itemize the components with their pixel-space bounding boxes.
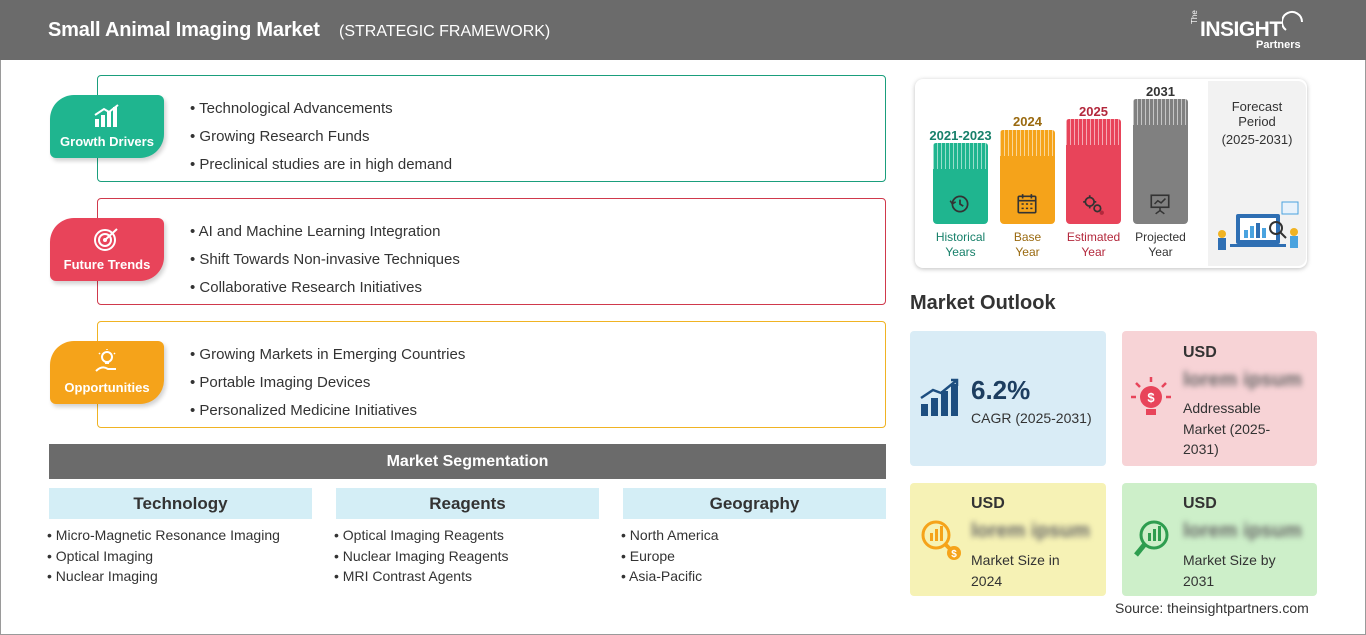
growth-drivers-badge: Growth Drivers (50, 95, 164, 158)
cagr-label: CAGR (2025-2031) (971, 410, 1092, 426)
page-subtitle: (STRATEGIC FRAMEWORK) (339, 23, 551, 40)
list-item: Nuclear Imaging (47, 566, 280, 587)
timeline-caption: Year (1015, 245, 1040, 259)
addressable-value-blurred: lorem ipsum (1183, 369, 1302, 391)
list-item: Asia-Pacific (621, 566, 719, 587)
size-2024-currency: USD (971, 495, 1005, 512)
list-item: Growing Research Funds (190, 123, 452, 151)
addressable-label-line3: 2031) (1183, 441, 1219, 457)
size-2024-value-blurred: lorem ipsum (971, 520, 1090, 542)
logo-insight: INSIGHT (1200, 18, 1282, 41)
magnifier-chart-icon (1134, 520, 1169, 557)
future-trends-list: AI and Machine Learning Integration Shif… (190, 218, 460, 302)
dollar-bulb-icon: $ (1131, 377, 1171, 415)
logo-arc-icon (1282, 11, 1303, 31)
forecast-analytics-illustration-icon (1218, 201, 1299, 250)
cagr-card: 6.2% CAGR (2025-2031) (910, 331, 1106, 466)
timeline-bar-stripes (1066, 119, 1121, 145)
logo-partners: Partners (1256, 39, 1301, 51)
reagents-heading: Reagents (336, 488, 599, 519)
list-item: Personalized Medicine Initiatives (190, 397, 465, 425)
timeline-year-label: 2024 (1013, 114, 1042, 129)
list-item: Growing Markets in Emerging Countries (190, 341, 465, 369)
growth-drivers-list: Technological Advancements Growing Resea… (190, 95, 452, 179)
list-item: Preclinical studies are in high demand (190, 151, 452, 179)
timeline-year-label: 2021-2023 (929, 128, 992, 143)
list-item: Nuclear Imaging Reagents (334, 546, 509, 567)
addressable-market-card: $ USD lorem ipsum Addressable Market (20… (1122, 331, 1317, 466)
growth-drivers-box: Technological Advancements Growing Resea… (97, 75, 886, 182)
reagents-list: Optical Imaging Reagents Nuclear Imaging… (334, 525, 509, 587)
logo-the: The (1190, 10, 1199, 24)
opportunities-badge: Opportunities (50, 341, 164, 404)
magnifier-coin-icon: $ (921, 520, 961, 560)
size-2024-label-line2: 2024 (971, 572, 1003, 589)
list-item: Shift Towards Non-invasive Techniques (190, 246, 459, 274)
geography-heading: Geography (623, 488, 886, 519)
market-size-2024-card: $ USD lorem ipsum Market Size in 2024 (910, 483, 1106, 596)
future-trends-badge: Future Trends (50, 218, 164, 281)
geography-list: North America Europe Asia-Pacific (621, 525, 719, 587)
timeline-caption: Historical (935, 230, 986, 244)
list-item: AI and Machine Learning Integration (190, 218, 460, 246)
forecast-period-range: (2025-2031) (1221, 132, 1293, 147)
addressable-currency: USD (1183, 344, 1217, 361)
gears-icon (1081, 192, 1105, 216)
future-trends-label: Future Trends (63, 257, 151, 272)
size-2024-label-line1: Market Size in (971, 552, 1060, 568)
addressable-label-line1: Addressable (1183, 400, 1261, 416)
timeline-year-label: 2031 (1146, 84, 1175, 99)
timeline-bar-stripes (1000, 130, 1055, 156)
history-icon (948, 192, 972, 216)
size-2031-label-line1: Market Size by (1183, 552, 1276, 568)
list-item: MRI Contrast Agents (334, 566, 509, 587)
list-item: Optical Imaging Reagents (334, 525, 509, 546)
market-outlook-title: Market Outlook (910, 292, 1056, 314)
list-item: Europe (621, 546, 719, 567)
bar-chart-icon (94, 104, 119, 127)
lightbulb-hand-icon (95, 349, 116, 372)
size-2031-label-line2: 2031 (1183, 572, 1215, 589)
size-2031-value-blurred: lorem ipsum (1183, 520, 1302, 542)
timeline-year-label: 2025 (1079, 104, 1108, 119)
timeline-bar-stripes (1133, 99, 1188, 125)
list-item: Micro-Magnetic Resonance Imaging (47, 525, 280, 546)
timeline-caption: Estimated (1066, 230, 1121, 244)
svg-text:$: $ (951, 549, 957, 560)
insight-partners-logo: The INSIGHT Partners (1190, 10, 1310, 54)
cagr-value: 6.2% (971, 375, 1031, 405)
list-item: North America (621, 525, 719, 546)
page-title: Small Animal Imaging Market (48, 19, 320, 41)
list-item: Portable Imaging Devices (190, 369, 465, 397)
future-trends-box: AI and Machine Learning Integration Shif… (97, 198, 886, 305)
list-item: Collaborative Research Initiatives (190, 274, 460, 302)
growth-chart-icon (920, 378, 959, 416)
source-credit: Source: theinsightpartners.com (1115, 600, 1309, 616)
header-bar: Small Animal Imaging Market (STRATEGIC F… (0, 0, 1366, 60)
opportunities-label: Opportunities (64, 380, 150, 395)
forecast-label-line2: Period (1238, 114, 1276, 129)
market-size-2031-card: USD lorem ipsum Market Size by 2031 (1122, 483, 1317, 596)
target-icon (94, 228, 118, 251)
timeline-caption: Years (945, 245, 976, 259)
opportunities-list: Growing Markets in Emerging Countries Po… (190, 341, 465, 425)
timeline-bar-stripes (933, 143, 988, 169)
addressable-label-line2: Market (2025- (1183, 420, 1271, 437)
timeline-caption: Year (1148, 245, 1173, 259)
svg-text:$: $ (1147, 390, 1155, 405)
timeline-caption: Projected (1135, 230, 1186, 244)
technology-heading: Technology (49, 488, 312, 519)
calendar-icon (1015, 192, 1039, 216)
timeline-caption: Year (1081, 245, 1106, 259)
market-segmentation-bar: Market Segmentation (49, 444, 886, 479)
presentation-icon (1148, 192, 1172, 216)
forecast-label-line1: Forecast (1231, 99, 1283, 114)
list-item: Optical Imaging (47, 546, 280, 567)
size-2031-currency: USD (1183, 495, 1217, 512)
timeline-caption: Base (1013, 230, 1042, 244)
growth-drivers-label: Growth Drivers (60, 134, 154, 149)
opportunities-box: Growing Markets in Emerging Countries Po… (97, 321, 886, 428)
technology-list: Micro-Magnetic Resonance Imaging Optical… (47, 525, 280, 587)
list-item: Technological Advancements (190, 95, 452, 123)
